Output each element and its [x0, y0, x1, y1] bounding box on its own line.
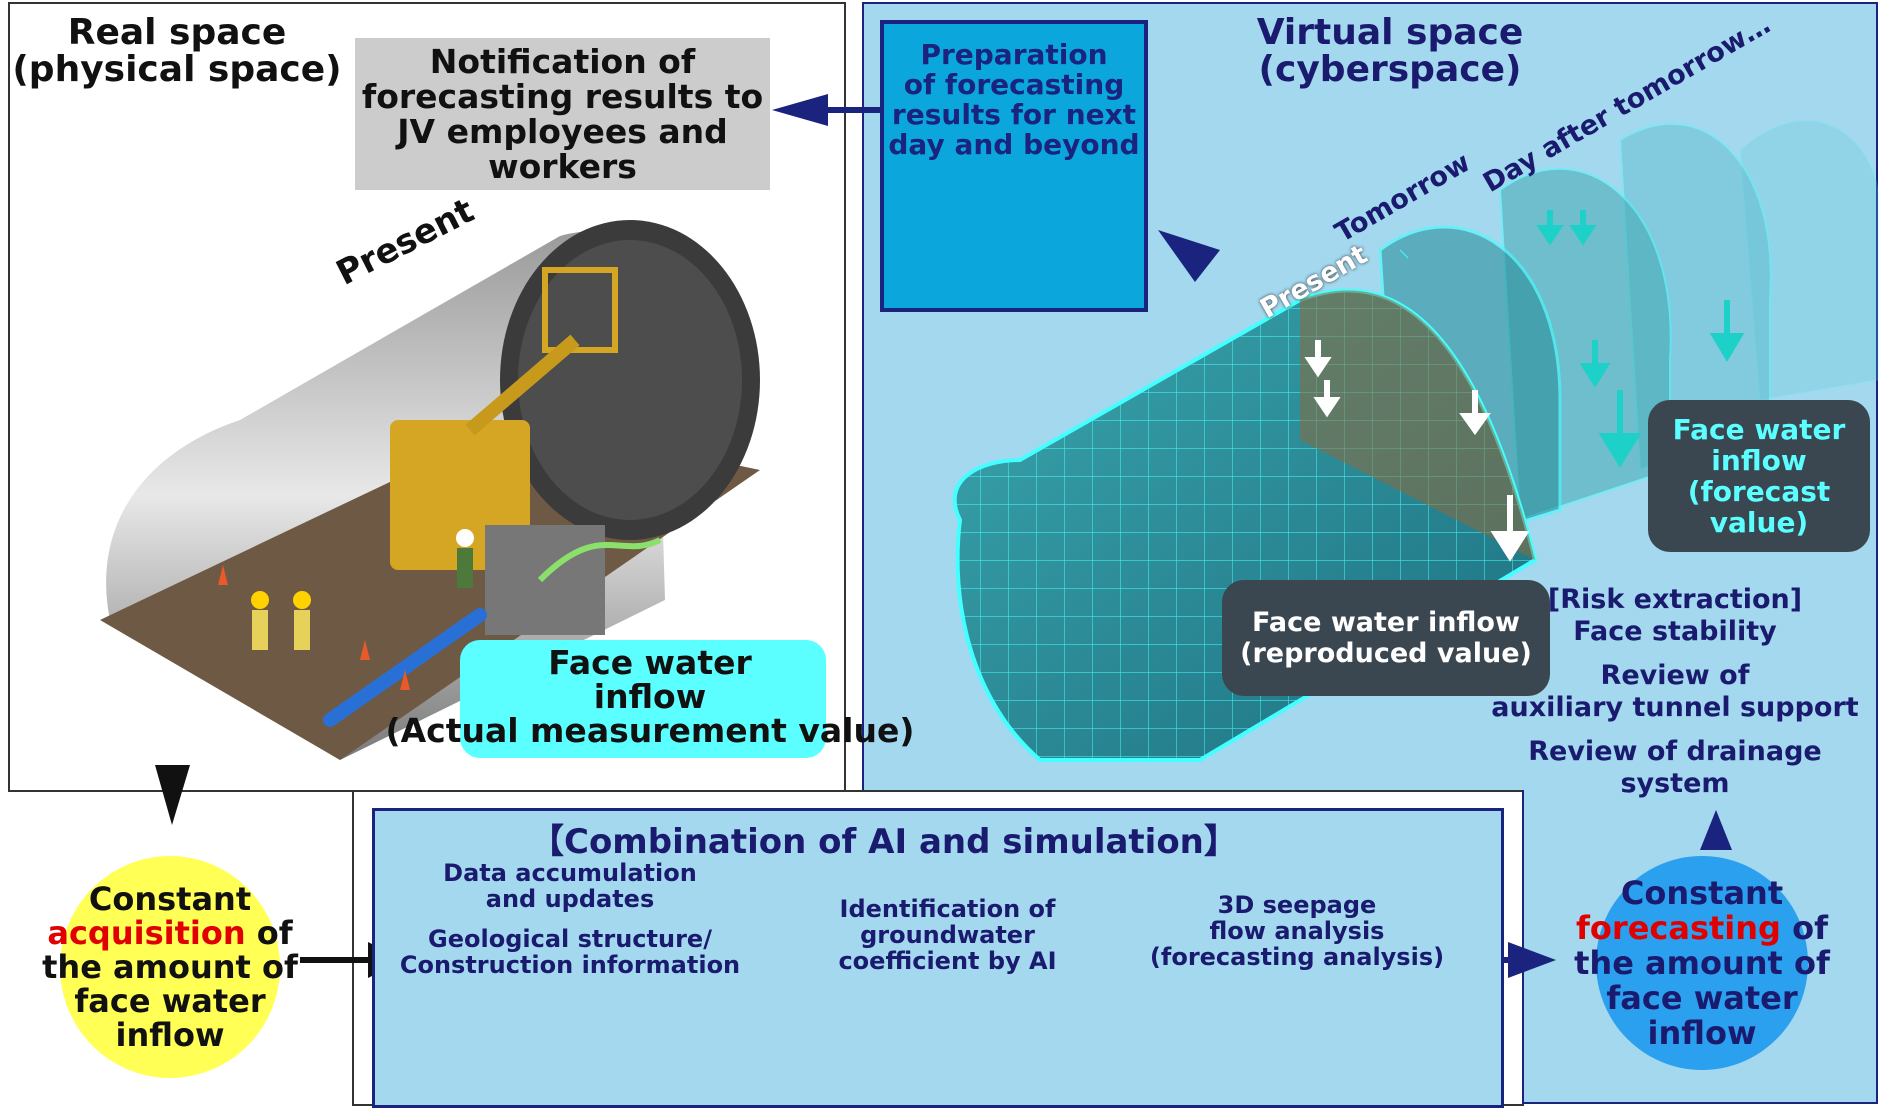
acquisition-line5: inflow	[115, 1016, 225, 1054]
preparation-line1: Preparation	[920, 38, 1108, 71]
real-tunnel-illustration	[100, 220, 760, 761]
real-space-title-line1: Real space	[67, 12, 287, 53]
step1-line2: and updates	[485, 885, 655, 913]
actual-measurement-line2: inflow	[593, 677, 707, 716]
step1-line4: Construction information	[399, 951, 741, 979]
virtual-space-title: Virtual space (cyberspace)	[1240, 14, 1540, 88]
acquisition-highlight: acquisition	[47, 914, 246, 952]
forecasting-circle: Constant forecasting of the amount of fa…	[1574, 856, 1830, 1070]
forecasting-line1: Constant	[1620, 873, 1784, 912]
step2-line3: coefficient by AI	[838, 947, 1057, 975]
real-space-title-line2: (physical space)	[12, 49, 342, 90]
acquisition-post: of	[245, 914, 293, 952]
forecasting-post: of	[1780, 908, 1828, 947]
risk-extraction-list: [Risk extraction] Face stability Review …	[1470, 584, 1880, 800]
forecasting-line3: the amount of	[1574, 943, 1830, 982]
reproduced-line2: (reproduced value)	[1240, 638, 1532, 669]
forecast-value-line1: Face water	[1672, 413, 1846, 446]
actual-measurement-line1: Face water	[548, 643, 752, 682]
risk-item-drainage: Review of drainage system	[1528, 736, 1822, 799]
preparation-line4: day and beyond	[888, 128, 1140, 161]
forecasting-line5: inflow	[1647, 1013, 1757, 1052]
acquisition-line4: face water	[74, 982, 266, 1020]
ai-sim-title: 【Combination of AI and simulation】	[530, 822, 1238, 862]
forecasting-highlight: forecasting	[1576, 908, 1781, 947]
forecast-value-line3: (forecast value)	[1687, 475, 1831, 539]
virtual-space-title-line2: (cyberspace)	[1258, 49, 1522, 90]
forecast-value-pill: Face water inflow (forecast value)	[1648, 400, 1870, 552]
reproduced-line1: Face water inflow	[1252, 607, 1520, 638]
step3-line1: 3D seepage	[1217, 891, 1377, 919]
notification-box: Notification of forecasting results to J…	[355, 38, 770, 190]
step2-line2: groundwater	[860, 921, 1035, 949]
real-space-title: Real space (physical space)	[12, 14, 342, 88]
actual-measurement-pill	[460, 640, 826, 758]
step-data-accumulation: Data accumulation and updates Geological…	[380, 860, 760, 978]
actual-measurement-line3: (Actual measurement value)	[385, 711, 915, 750]
actual-measurement-text: Face water inflow (Actual measurement va…	[380, 646, 920, 748]
step3-line2: flow analysis	[1209, 917, 1385, 945]
step2-line1: Identification of	[839, 895, 1056, 923]
acquisition-line1: Constant	[88, 880, 252, 918]
step-identification-ai: Identification of groundwater coefficien…	[810, 896, 1085, 974]
acquisition-line3: the amount of	[42, 948, 298, 986]
ai-simulation-box	[372, 808, 1504, 1108]
risk-item-face-stability: Face stability	[1573, 616, 1777, 647]
forecasting-line4: face water	[1606, 978, 1798, 1017]
step3-line3: (forecasting analysis)	[1149, 943, 1445, 971]
step1-line3: Geological structure/	[428, 925, 712, 953]
reproduced-value-pill: Face water inflow (reproduced value)	[1222, 580, 1550, 696]
risk-item-review-support-b: auxiliary tunnel support	[1491, 692, 1859, 723]
virtual-space-title-line1: Virtual space	[1256, 12, 1524, 53]
notification-text: Notification of forecasting results to J…	[361, 42, 764, 186]
step1-line1: Data accumulation	[443, 859, 697, 887]
risk-item-review-support-a: Review of	[1600, 660, 1750, 691]
acquisition-circle: Constant acquisition of the amount of fa…	[42, 856, 298, 1078]
risk-heading: [Risk extraction]	[1547, 584, 1803, 615]
preparation-line2: of forecasting	[903, 68, 1125, 101]
step-3d-seepage: 3D seepage flow analysis (forecasting an…	[1142, 892, 1452, 970]
forecast-value-line2: inflow	[1711, 444, 1807, 477]
preparation-line3: results for next	[891, 98, 1137, 131]
preparation-box: Preparation of forecasting results for n…	[880, 20, 1148, 312]
